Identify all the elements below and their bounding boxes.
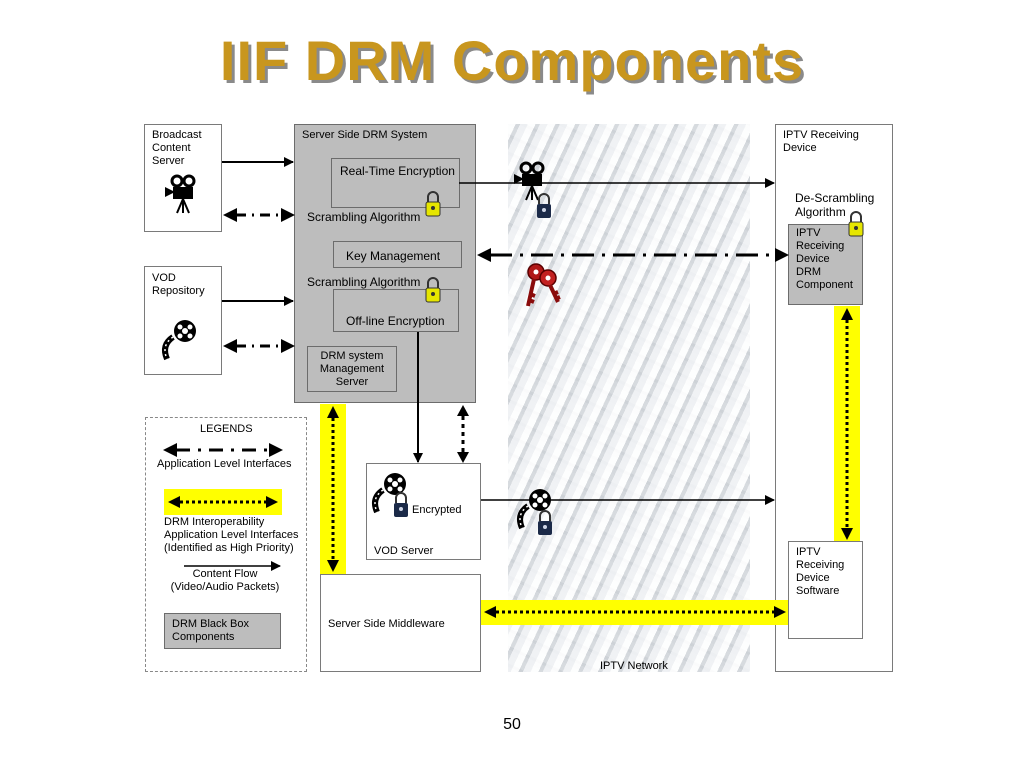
keys-icon	[526, 263, 561, 307]
real-time-encryption-label: Real-Time Encryption	[340, 164, 455, 178]
iptv-receiving-device-label: IPTV Receiving Device	[783, 129, 859, 154]
encrypted-label: Encrypted	[412, 504, 462, 516]
vod-repository-label: VOD Repository	[152, 272, 205, 297]
key-management-box	[333, 241, 462, 268]
broadcast-content-server-label: Broadcast Content Server	[152, 129, 202, 167]
scrambling-algorithm-1-label: Scrambling Algorithm	[307, 210, 421, 224]
camera-icon	[163, 174, 196, 215]
iptv-device-software-label: IPTV Receiving Device Software	[796, 546, 845, 597]
offline-encryption-label: Off-line Encryption	[346, 314, 445, 328]
lock-icon	[425, 277, 441, 303]
lock-icon	[536, 193, 552, 219]
lock-icon	[848, 211, 864, 237]
legend-black-box-label: DRM Black Box Components	[172, 618, 250, 643]
descrambling-algorithm-label: De-Scrambling Algorithm	[795, 191, 875, 219]
legend-app-level-label: Application Level Interfaces	[157, 458, 292, 470]
server-side-drm-label: Server Side DRM System	[302, 129, 428, 141]
iptv-drm-component-box	[788, 224, 863, 305]
film-reel-icon	[165, 320, 196, 359]
page-title: IIF DRM Components	[219, 29, 805, 92]
iptv-drm-component-label: IPTV Receiving Device DRM Component	[796, 227, 853, 291]
legend-title: LEGENDS	[200, 423, 253, 435]
legend-box	[145, 417, 307, 672]
drm-management-server-label: DRM system Management Server	[319, 350, 385, 388]
legend-content-flow-label: Content Flow (Video/Audio Packets)	[170, 568, 280, 593]
drm-management-server-box	[307, 346, 397, 392]
legend-drm-interop-label: DRM Interoperability Application Level I…	[164, 516, 299, 554]
legend-black-box	[164, 613, 281, 649]
lock-icon	[425, 191, 441, 217]
vod-server-label: VOD Server	[374, 545, 434, 557]
camera-icon	[512, 161, 545, 202]
lock-icon	[393, 492, 409, 518]
key-management-label: Key Management	[346, 249, 441, 263]
iptv-device-software-box	[788, 541, 863, 639]
broadcast-content-server-box	[144, 124, 222, 232]
iptv-network-label: IPTV Network	[600, 660, 668, 672]
server-side-middleware-box	[320, 574, 481, 672]
lock-icon	[537, 510, 553, 536]
server-side-middleware-label: Server Side Middleware	[328, 618, 445, 630]
page-number: 50	[503, 716, 521, 733]
scrambling-algorithm-2-label: Scrambling Algorithm	[307, 275, 421, 289]
